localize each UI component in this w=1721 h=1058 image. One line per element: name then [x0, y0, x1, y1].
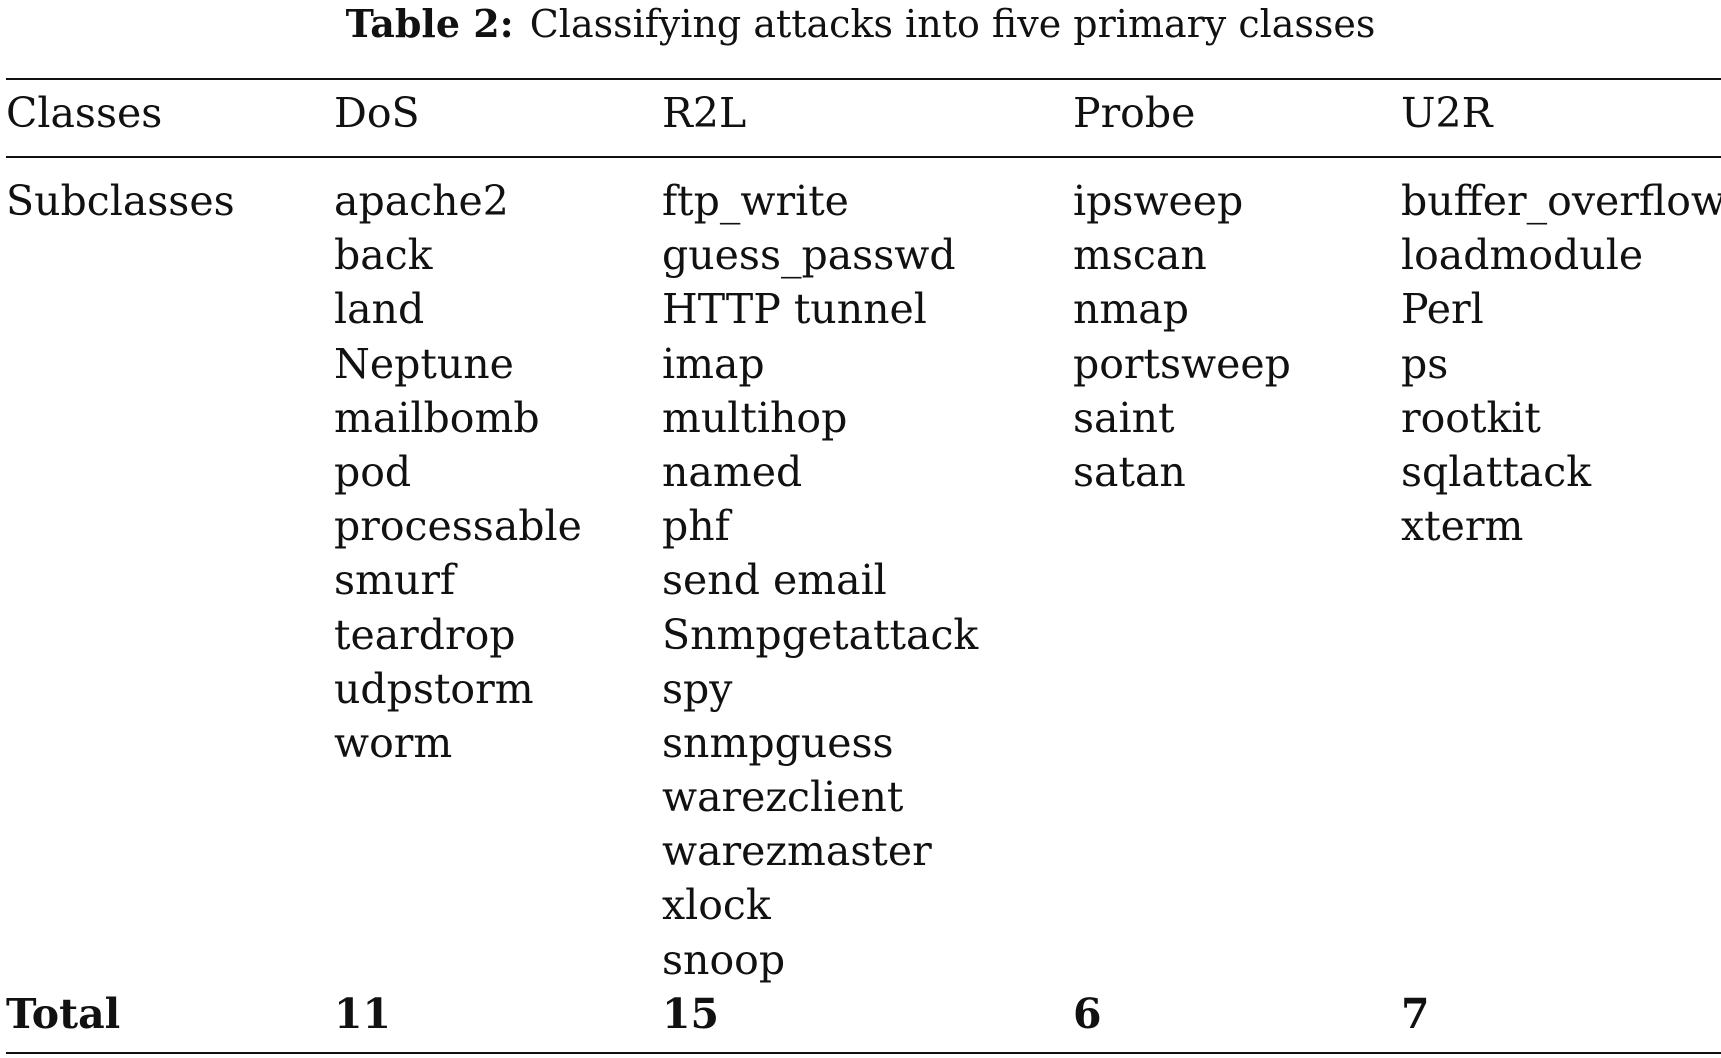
subclass-item: saint — [1073, 393, 1175, 442]
total-dos: 11 — [334, 990, 392, 1038]
subclass-item: xlock — [662, 881, 771, 930]
subclass-item: multihop — [662, 393, 848, 442]
header-r2l: R2L — [662, 89, 747, 137]
subclass-item: nmap — [1073, 285, 1189, 334]
header-u2r: U2R — [1401, 89, 1493, 137]
subclass-item: send email — [662, 556, 887, 605]
table-top-rule — [6, 78, 1721, 80]
subclass-item: named — [662, 447, 803, 496]
subclass-item: land — [334, 285, 425, 334]
subclasses-label: Subclasses — [6, 177, 235, 225]
subclass-list-probe: ipsweep mscan nmap portsweep saint satan — [1073, 174, 1291, 499]
header-row-label: Classes — [6, 89, 163, 137]
subclass-item: buffer_overflow — [1401, 177, 1721, 225]
subclass-item: portsweep — [1073, 339, 1291, 388]
subclass-item: spy — [662, 664, 733, 713]
subclass-item: udpstorm — [334, 664, 534, 713]
subclass-item: satan — [1073, 447, 1186, 496]
subclass-item: worm — [334, 718, 453, 767]
subclass-item: snoop — [662, 935, 786, 984]
subclass-item: loadmodule — [1401, 231, 1644, 280]
table-caption: Table 2: Classifying attacks into five pr… — [0, 0, 1721, 48]
header-probe: Probe — [1073, 89, 1196, 137]
table-bottom-rule — [6, 1052, 1721, 1054]
subclass-item: xterm — [1401, 502, 1524, 551]
subclass-item: ipsweep — [1073, 177, 1244, 225]
subclass-item: mscan — [1073, 231, 1207, 280]
subclasses-row-label: Subclasses — [6, 174, 235, 228]
subclass-item: processable — [334, 502, 582, 551]
header-dos: DoS — [334, 89, 420, 137]
subclass-item: back — [334, 231, 433, 280]
subclass-item: Snmpgetattack — [662, 610, 979, 659]
caption-label: Table 2: — [345, 1, 514, 46]
total-u2r: 7 — [1401, 990, 1430, 1038]
subclass-item: smurf — [334, 556, 456, 605]
total-probe: 6 — [1073, 990, 1102, 1038]
subclass-item: imap — [662, 339, 765, 388]
subclass-item: snmpguess — [662, 718, 894, 767]
subclass-item: pod — [334, 447, 412, 496]
subclass-item: phf — [662, 502, 730, 551]
caption-text: Classifying attacks into five primary cl… — [529, 2, 1376, 46]
subclass-item: apache2 — [334, 177, 509, 225]
subclass-item: mailbomb — [334, 393, 540, 442]
subclass-item: teardrop — [334, 610, 516, 659]
subclass-item: Perl — [1401, 285, 1484, 334]
subclass-item: guess_passwd — [662, 231, 956, 280]
subclass-item: HTTP tunnel — [662, 285, 927, 334]
subclass-item: ps — [1401, 339, 1449, 388]
subclass-item: warezclient — [662, 773, 904, 822]
total-r2l: 15 — [662, 990, 720, 1038]
table-header-rule — [6, 156, 1721, 158]
subclass-item: ftp_write — [662, 177, 849, 225]
total-row-label: Total — [6, 990, 121, 1038]
subclass-item: rootkit — [1401, 393, 1541, 442]
subclass-item: warezmaster — [662, 827, 932, 876]
subclass-item: Neptune — [334, 339, 514, 388]
subclass-item: sqlattack — [1401, 447, 1592, 496]
